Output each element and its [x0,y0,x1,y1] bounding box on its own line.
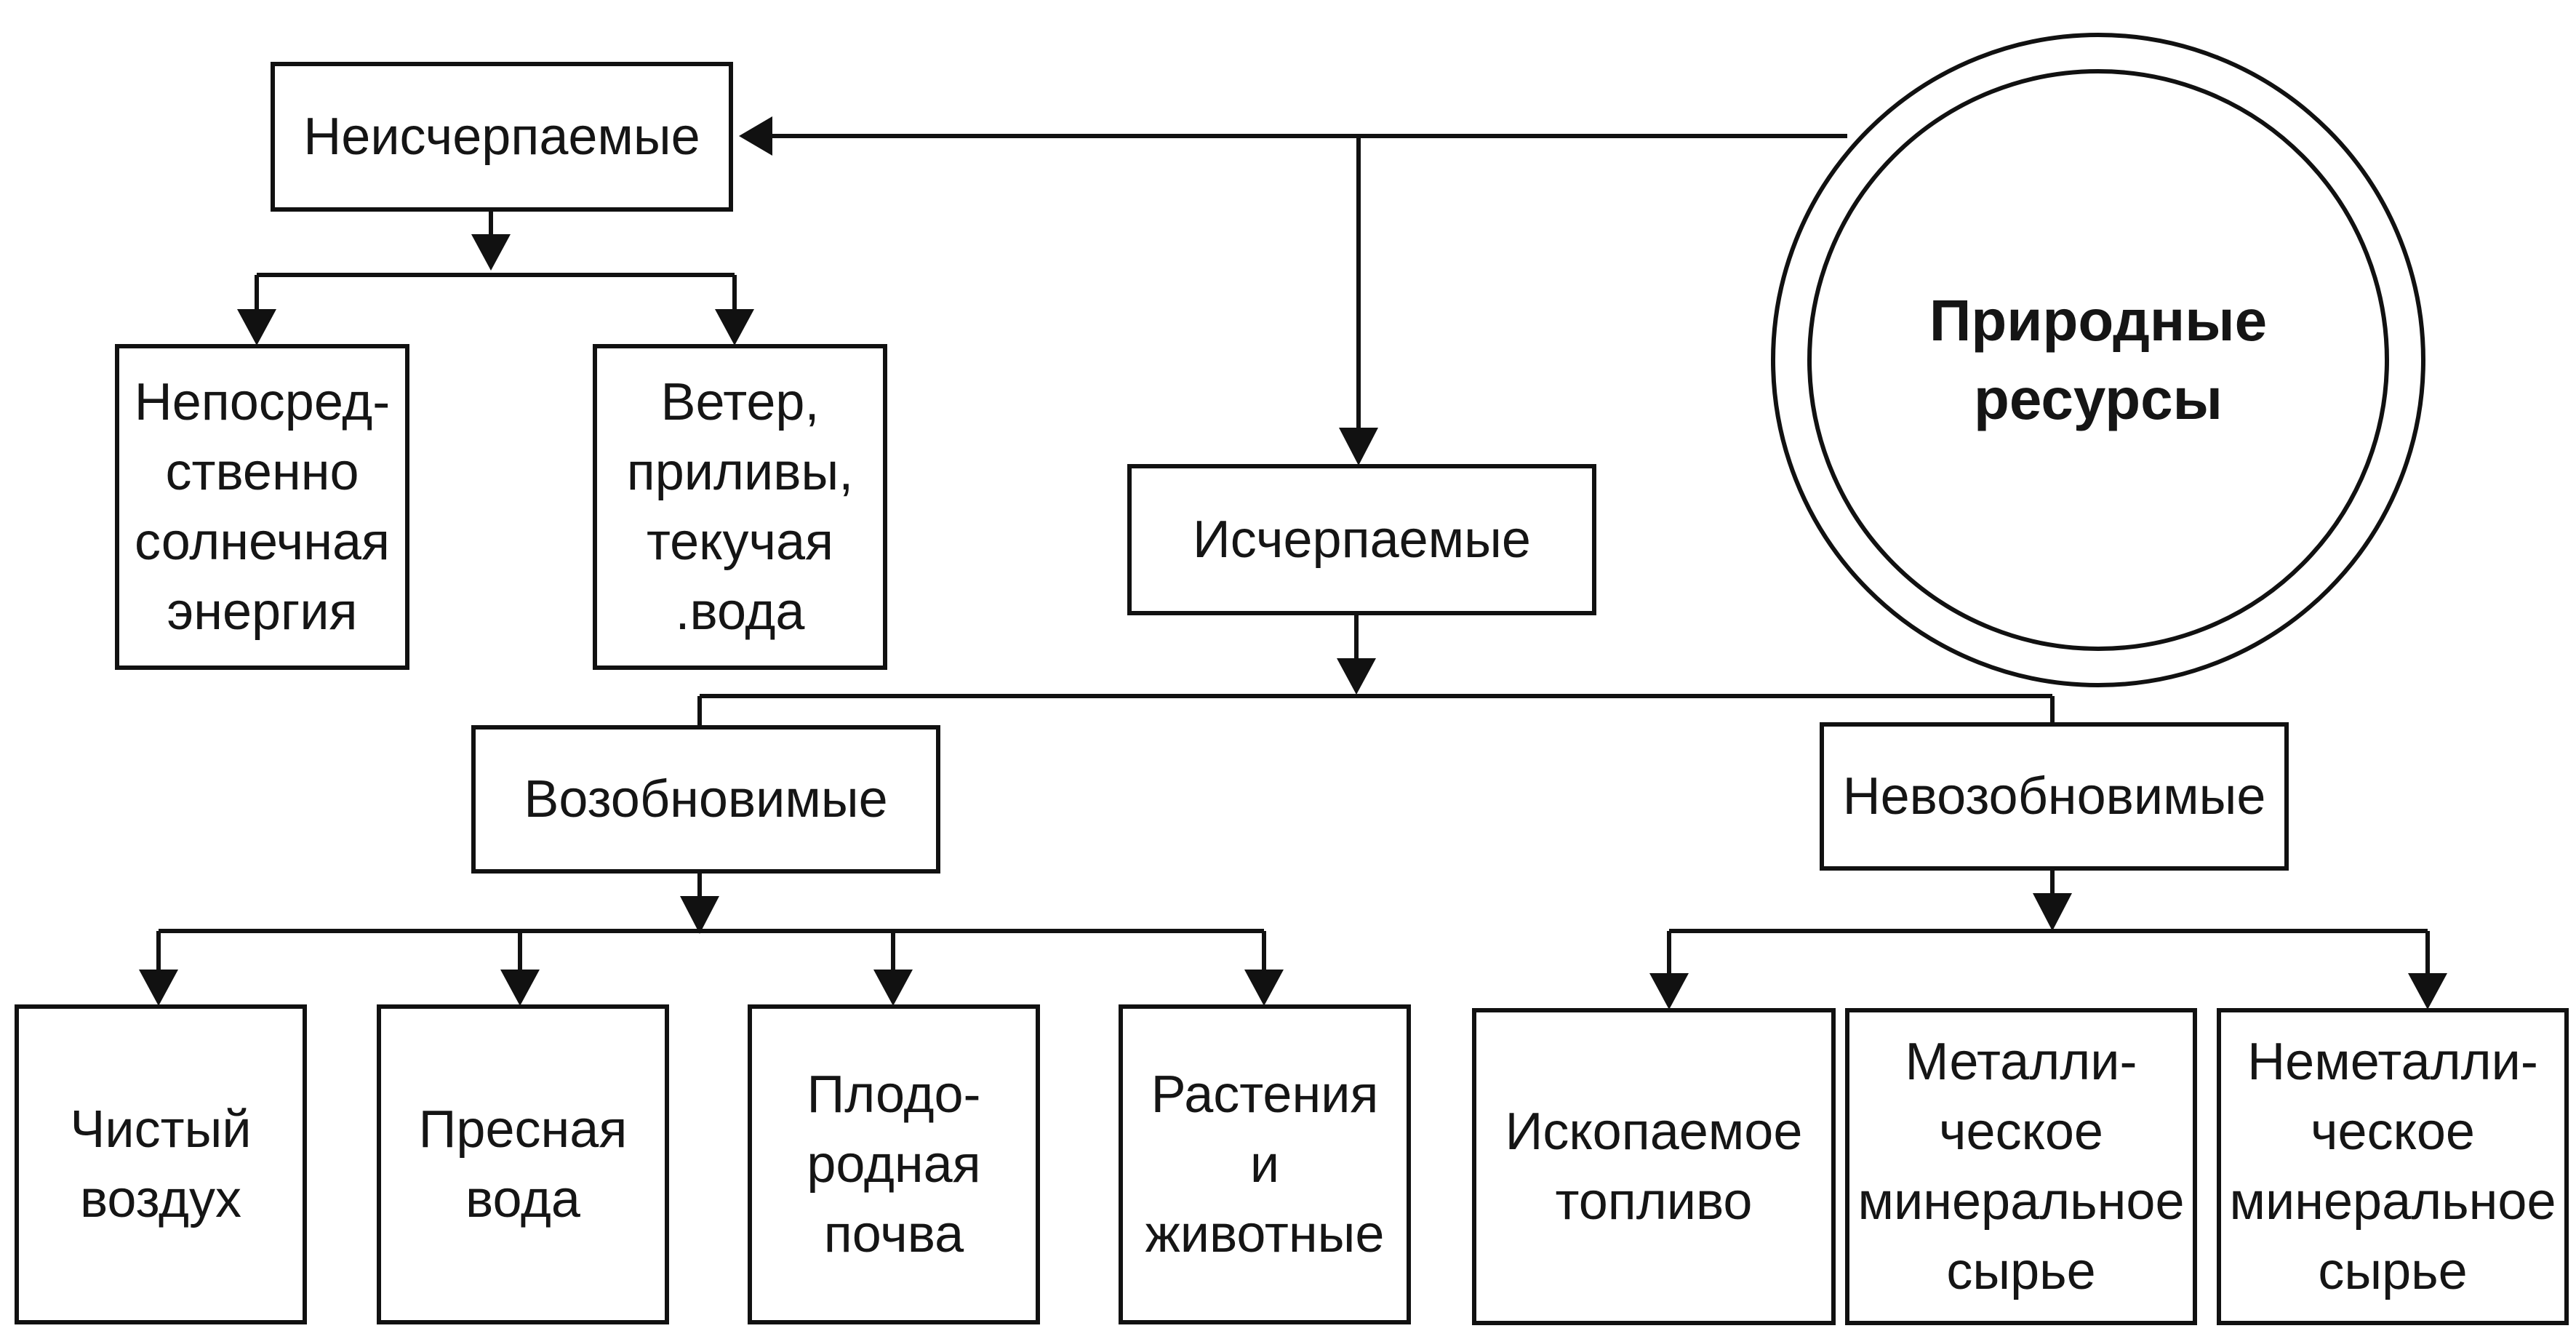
node-fertile-soil: Плодо- родная почва [748,1004,1040,1324]
node-nonrenewable-label: Невозобновимые [1842,767,2266,826]
arrowhead-biota [1244,970,1284,1006]
node-inexhaustible-label: Неисчерпаемые [303,108,700,166]
arrowhead-water [500,970,540,1006]
node-solar-energy-label: Непосред- ственно солнечная энергия [134,373,391,641]
arrowhead-exhaustible-down [1337,658,1376,695]
node-clean-air: Чистый воздух [15,1004,307,1324]
node-fertile-soil-label: Плодо- родная почва [807,1066,981,1263]
node-wind-tides-water-label: Ветер, приливы, текучая .вода [626,373,854,641]
node-metallic-minerals-label: Металли- ческое минеральное сырье [1857,1033,2185,1300]
node-nonrenewable: Невозобновимые [1820,722,2289,871]
node-fresh-water: Пресная вода [377,1004,669,1324]
arrowhead-fuel [1649,973,1689,1010]
node-metallic-minerals: Металли- ческое минеральное сырье [1845,1008,2197,1325]
arrowhead-inexhaustible-down [471,234,511,271]
node-plants-animals: Растения и животные [1119,1004,1411,1324]
node-renewable: Возобновимые [471,725,940,874]
arrowhead-soil [873,970,913,1006]
arrowhead-nonmetallic [2408,973,2447,1010]
node-fossil-fuel: Ископаемое топливо [1472,1008,1836,1325]
root-node: Природные ресурсы [1807,69,2389,651]
node-exhaustible-label: Исчерпаемые [1193,511,1531,569]
arrowhead-inexhaustible [739,116,772,156]
node-renewable-label: Возобновимые [524,770,888,828]
node-plants-animals-label: Растения и животные [1145,1066,1385,1263]
arrowhead-nonrenewable-down [2033,893,2072,931]
node-solar-energy: Непосред- ственно солнечная энергия [115,344,409,670]
arrowhead-solar [237,309,276,345]
node-nonmetallic-minerals-label: Неметалли- ческое минеральное сырье [2229,1033,2556,1300]
arrowhead-wind [715,309,754,345]
node-fresh-water-label: Пресная вода [418,1100,628,1228]
arrowhead-renewable-down [680,896,719,934]
arrowhead-exhaustible [1339,428,1378,465]
arrowhead-air [139,970,178,1006]
node-wind-tides-water: Ветер, приливы, текучая .вода [593,344,887,670]
node-fossil-fuel-label: Ископаемое топливо [1505,1103,1803,1231]
node-clean-air-label: Чистый воздух [70,1100,252,1228]
node-exhaustible: Исчерпаемые [1127,464,1596,615]
node-inexhaustible: Неисчерпаемые [271,62,733,212]
node-nonmetallic-minerals: Неметалли- ческое минеральное сырье [2217,1008,2569,1325]
root-label: Природные ресурсы [1929,288,2268,431]
